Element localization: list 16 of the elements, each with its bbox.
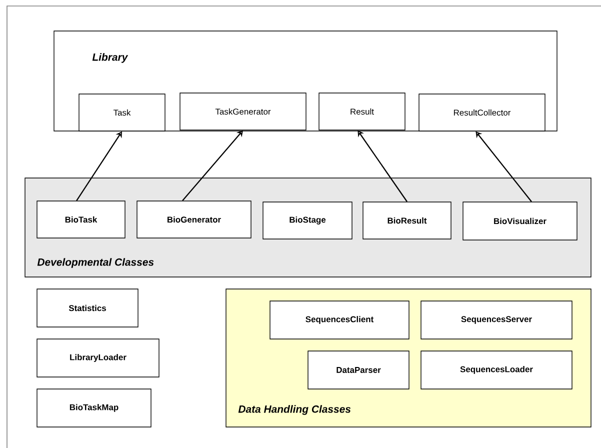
class-box: BioVisualizer bbox=[462, 202, 578, 240]
class-box: TaskGenerator bbox=[180, 92, 306, 130]
class-box: SequencesClient bbox=[270, 300, 410, 340]
class-box: SequencesServer bbox=[420, 300, 572, 340]
class-box: DataParser bbox=[308, 350, 410, 390]
class-box: BioGenerator bbox=[136, 200, 252, 238]
class-box: Result bbox=[318, 92, 406, 130]
class-box: SequencesLoader bbox=[420, 350, 572, 390]
class-box: BioResult bbox=[362, 202, 452, 240]
class-box: Statistics bbox=[36, 288, 138, 328]
class-box: Task bbox=[78, 94, 166, 132]
class-box: ResultCollector bbox=[418, 94, 546, 132]
class-box: BioTaskMap bbox=[36, 388, 152, 428]
class-box: BioStage bbox=[262, 202, 352, 240]
class-box: LibraryLoader bbox=[36, 338, 160, 378]
class-box: BioTask bbox=[36, 200, 126, 238]
